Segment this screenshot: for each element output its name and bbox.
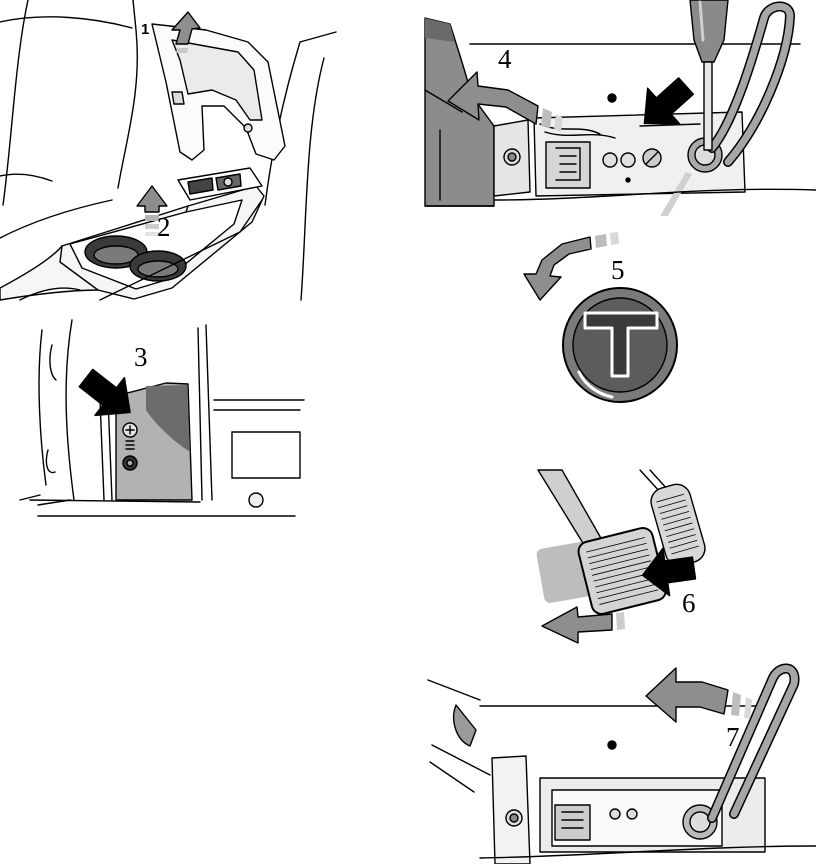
pedal-travel-arrow-tail: [616, 612, 625, 630]
step-2-arrow-tail: [145, 224, 159, 229]
screwdriver-highlight: [698, 0, 705, 42]
push-arrow: [643, 77, 695, 125]
lid-pin: [243, 123, 253, 133]
plate-bolt-2: [626, 808, 638, 820]
restore-panel: 7: [427, 663, 816, 864]
trim-panel-shadow: [146, 385, 190, 452]
plate-bolt-1: [609, 808, 621, 820]
side-trim-outline: [427, 679, 491, 793]
step-4-arrow-tail: [541, 108, 552, 128]
shift-latch-detail: [555, 147, 581, 181]
step-7-label: 7: [726, 722, 740, 752]
mechanism-plate: [551, 789, 723, 847]
light-ray: [660, 172, 692, 216]
screw-thread: [125, 440, 135, 450]
step-5-label: 5: [611, 255, 625, 285]
key-strap: [708, 3, 794, 166]
plate-bolt-2: [620, 152, 636, 168]
sill-knob: [248, 492, 264, 508]
turn-knob-panel: 5: [523, 232, 678, 403]
t-knob-highlight: [577, 370, 614, 399]
key-strap: [708, 665, 798, 822]
step-3-arrow: [78, 368, 131, 417]
shift-latch: [545, 141, 591, 189]
step-4-arrow: [447, 71, 539, 125]
armrest-lid-recess: [171, 39, 263, 121]
side-trim-edge: [424, 89, 463, 201]
screw-access-panel: 3: [19, 319, 305, 517]
lower-screw-center: [126, 459, 134, 467]
step-7-arrow-tail: [744, 697, 752, 719]
plate-dot: [625, 177, 631, 183]
mounting-dot: [607, 93, 617, 103]
step-4-arrow-tail: [554, 114, 563, 132]
screwdriver-handle: [689, 0, 729, 63]
shift-latch-detail: [561, 811, 584, 829]
cupholder-right-base: [137, 260, 179, 278]
step-4-label: 4: [498, 44, 512, 74]
trim-screw-center: [509, 813, 519, 823]
dashboard-lower-edge: [479, 845, 816, 859]
step-1-label: 1: [141, 21, 149, 38]
release-cover-panel: 4: [424, 0, 816, 216]
mounting-dot: [607, 740, 617, 750]
step-6-label: 6: [682, 588, 696, 618]
step-7-arrow: [645, 667, 729, 723]
step-2-arrow-tail: [145, 215, 159, 221]
dashboard-lower-edge: [424, 188, 816, 207]
brake-pedal-panel: 6: [536, 469, 706, 644]
trim-screw-center: [507, 152, 517, 162]
step-1-arrow: [171, 11, 201, 45]
step-5-arrow-tail: [610, 232, 619, 245]
side-trim-shadow: [425, 18, 455, 42]
console-front-edge: [19, 199, 263, 301]
step-1-arrow-tail: [176, 48, 188, 53]
step-5-arrow: [523, 236, 592, 301]
plate-bolt-3-slot: [645, 151, 659, 165]
console-side-edge: [99, 397, 113, 501]
step-2-label: 2: [157, 212, 171, 242]
screwdriver-shaft: [703, 61, 713, 151]
side-trim-vent: [452, 704, 477, 747]
step-2-arrow-tail: [145, 232, 159, 236]
console-side-molding: [45, 344, 57, 474]
door-sill: [213, 399, 305, 479]
step-3-label: 3: [134, 342, 148, 372]
brake-grooves: [586, 537, 659, 605]
lid-clip: [171, 91, 185, 105]
accelerator-grooves: [656, 493, 700, 555]
console-lid-panel: 1 2: [0, 0, 337, 301]
pedal-travel-arrow: [541, 606, 613, 644]
console-side-outline: [19, 319, 75, 506]
floor-edge: [29, 499, 296, 517]
compartment-latch: [187, 177, 214, 195]
socket-knob: [223, 177, 233, 187]
door-pillar: [197, 324, 213, 501]
left-seat-outline: [0, 0, 139, 239]
step-2-arrow: [136, 185, 168, 213]
shift-latch: [554, 804, 591, 841]
step-7-arrow-tail: [731, 692, 741, 716]
press-arrow: [641, 547, 697, 597]
upper-screw-slot: [125, 425, 135, 435]
step-5-arrow-tail: [595, 234, 607, 248]
override-knob-center: [689, 811, 711, 833]
t-knob-slot: [583, 311, 659, 378]
plate-bolt-1: [602, 152, 618, 168]
